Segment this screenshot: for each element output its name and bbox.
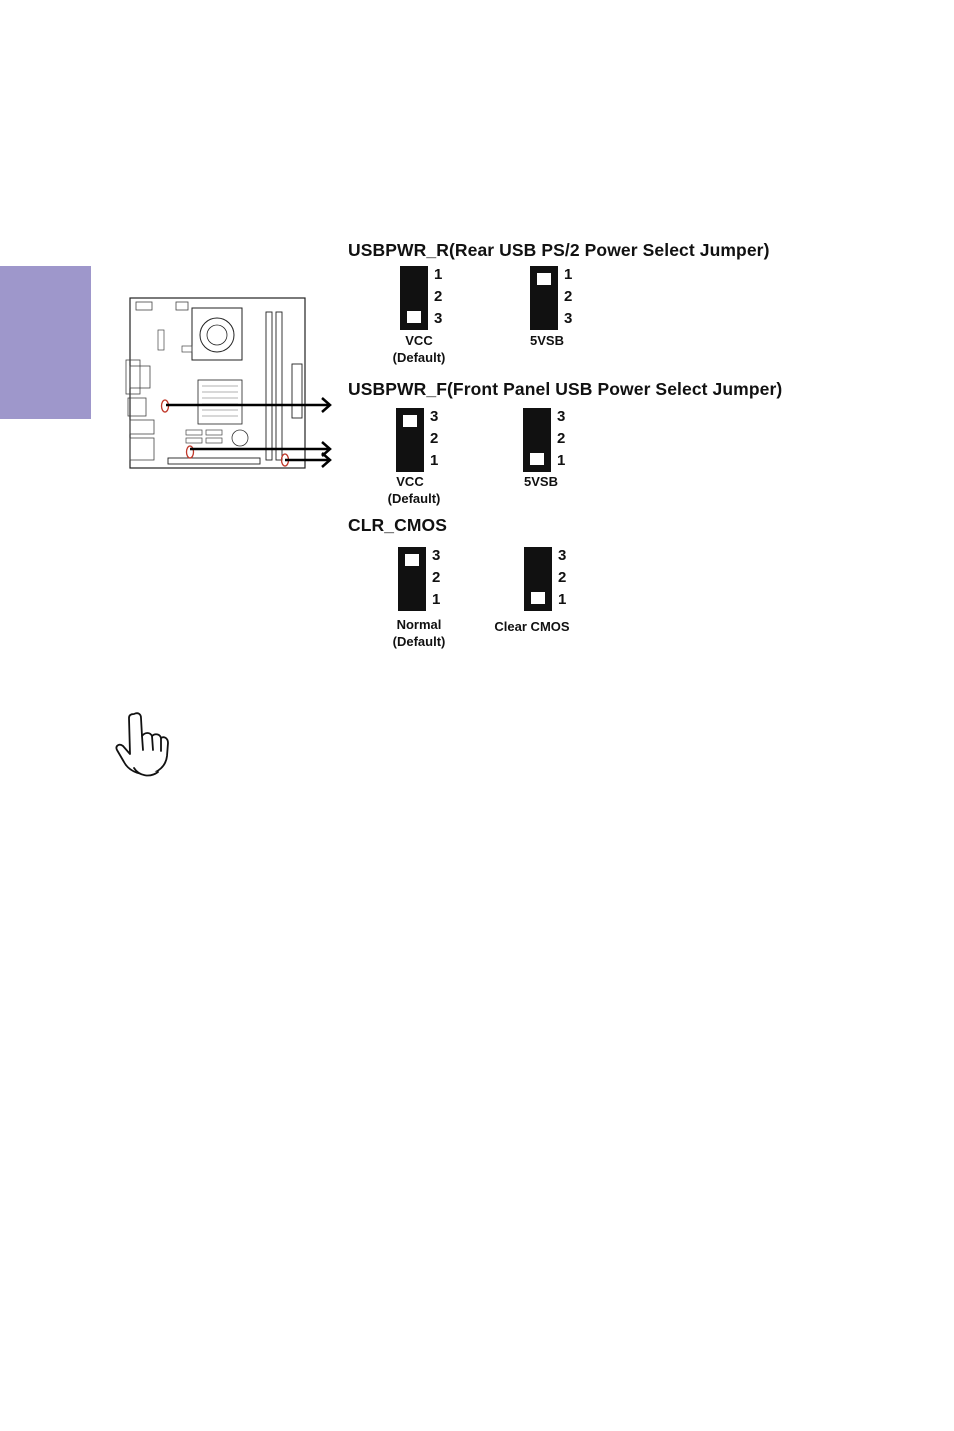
pin-number: 2 bbox=[434, 289, 442, 304]
jumper-block-icon bbox=[530, 266, 558, 330]
pin-number: 1 bbox=[434, 267, 442, 282]
pin-number: 3 bbox=[557, 409, 565, 424]
pin-number: 2 bbox=[557, 431, 565, 446]
pointing-hand-icon bbox=[112, 710, 174, 780]
jumper-label: VCC bbox=[384, 332, 454, 349]
usbpwr-r-title: USBPWR_R(Rear USB PS/2 Power Select Jump… bbox=[348, 240, 770, 261]
pin-number: 1 bbox=[558, 592, 566, 607]
jumper-label: Clear CMOS bbox=[482, 618, 582, 635]
jumper-block-icon bbox=[524, 547, 552, 611]
clr-cmos-title: CLR_CMOS bbox=[348, 515, 447, 536]
pin-number: 3 bbox=[430, 409, 438, 424]
pin-number: 2 bbox=[430, 431, 438, 446]
pin-number: 2 bbox=[558, 570, 566, 585]
jumper-label: 5VSB bbox=[506, 473, 576, 490]
pin-number: 3 bbox=[434, 311, 442, 326]
jumper-sublabel: (Default) bbox=[384, 633, 454, 650]
pin-number: 1 bbox=[564, 267, 572, 282]
pin-number: 1 bbox=[430, 453, 438, 468]
pin-number: 2 bbox=[432, 570, 440, 585]
pin-number: 3 bbox=[558, 548, 566, 563]
pin-number: 3 bbox=[432, 548, 440, 563]
jumper-sublabel: (Default) bbox=[379, 490, 449, 507]
usbpwr-f-title: USBPWR_F(Front Panel USB Power Select Ju… bbox=[348, 379, 782, 400]
pin-number: 3 bbox=[564, 311, 572, 326]
jumper-sublabel: (Default) bbox=[384, 349, 454, 366]
pin-number: 2 bbox=[564, 289, 572, 304]
jumper-block-icon bbox=[398, 547, 426, 611]
jumper-block-icon bbox=[400, 266, 428, 330]
pin-number: 1 bbox=[432, 592, 440, 607]
jumper-label: Normal bbox=[384, 616, 454, 633]
jumper-block-icon bbox=[523, 408, 551, 472]
jumper-block-icon bbox=[396, 408, 424, 472]
jumper-label: VCC bbox=[375, 473, 445, 490]
jumper-label: 5VSB bbox=[512, 332, 582, 349]
pin-number: 1 bbox=[557, 453, 565, 468]
